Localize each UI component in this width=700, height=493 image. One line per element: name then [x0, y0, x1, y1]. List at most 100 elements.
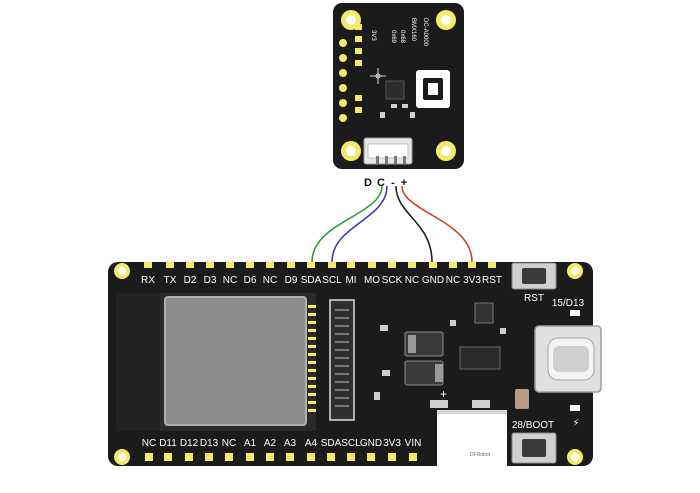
- header-pad: [429, 262, 437, 268]
- main-mount-hole: [571, 453, 579, 461]
- header-pad: [286, 453, 294, 461]
- header-pad: [164, 453, 172, 461]
- header-pad: [328, 262, 336, 268]
- header-pad: [226, 262, 234, 268]
- pin-label-gnd: GND: [422, 275, 444, 286]
- pin-label-d2: D2: [184, 275, 197, 286]
- pin-label-a1: A1: [244, 438, 257, 449]
- connector-pin-label: D: [364, 177, 372, 189]
- header-pad: [186, 262, 194, 268]
- charge-led: [570, 405, 580, 411]
- pin-label-scl: SCL: [341, 438, 361, 449]
- header-pad: [327, 453, 335, 461]
- connector-pins: [376, 156, 406, 164]
- header-pad: [266, 453, 274, 461]
- module-shield: [164, 296, 307, 426]
- header-pad: [367, 453, 375, 461]
- connector-pin-label: +: [401, 177, 407, 189]
- led: [570, 310, 580, 316]
- axis-mark: [370, 68, 386, 84]
- module-castellations: [308, 305, 316, 412]
- sensor-mount-hole: [346, 146, 356, 156]
- pin-label-tx: TX: [164, 275, 177, 286]
- header-pad: [246, 453, 254, 461]
- sensor-silk-line: DC-A0000: [422, 18, 428, 47]
- sensor-mount-hole: [441, 15, 451, 25]
- pin-label-a3: A3: [284, 438, 297, 449]
- pin-label-d11: D11: [159, 438, 177, 449]
- pin-label-mi: MI: [345, 275, 356, 286]
- pin-label-d9: D9: [285, 275, 298, 286]
- wire-sda: [311, 185, 383, 263]
- pin-label-nc: NC: [223, 275, 237, 286]
- pin-label-d3: D3: [204, 275, 217, 286]
- sensor-mount-hole: [346, 15, 356, 25]
- plus-mark: +: [440, 387, 447, 401]
- header-pad: [488, 262, 496, 268]
- board-components: [374, 302, 529, 409]
- wire-gnd: [395, 185, 433, 263]
- pin-label-rx: RX: [141, 275, 155, 286]
- header-pad: [185, 453, 193, 461]
- pin-label-sda: SDA: [321, 438, 342, 449]
- pin-label-a4: A4: [305, 438, 318, 449]
- header-pad: [408, 262, 416, 268]
- pin-label-nc: NC: [222, 438, 236, 449]
- wire-3v3: [401, 185, 473, 263]
- top-pin-labels: RX TX D2 D3 NC D6 NC D9 SDA SCL MI MO SC…: [141, 275, 502, 286]
- header-pad: [468, 262, 476, 268]
- header-pad: [287, 262, 295, 268]
- pin-label-sda: SDA: [301, 275, 322, 286]
- pin-label-nc: NC: [446, 275, 460, 286]
- header-pad: [388, 453, 396, 461]
- header-pad: [307, 453, 315, 461]
- pin-label-3v3: 3V3: [383, 438, 401, 449]
- header-pad: [145, 453, 153, 461]
- header-pad: [368, 262, 376, 268]
- module-antenna-area: [116, 293, 160, 431]
- brand-logo: DFRobot: [470, 452, 491, 458]
- pin-label-d6: D6: [244, 275, 257, 286]
- charge-icon: ⚡: [572, 418, 579, 429]
- header-pad: [206, 262, 214, 268]
- main-board: RX TX D2 D3 NC D6 NC D9 SDA SCL MI MO SC…: [108, 262, 602, 466]
- pin-label-d13: D13: [200, 438, 219, 449]
- fpc-connector: [329, 299, 355, 421]
- header-pad: [347, 262, 355, 268]
- main-mount-hole: [571, 267, 579, 275]
- pin-label-gnd: GND: [360, 438, 382, 449]
- pin-label-sck: SCK: [382, 275, 403, 286]
- connector-pin-label: -: [391, 177, 395, 189]
- boot-button-label: 28/BOOT: [512, 420, 554, 431]
- sensor-chip: [385, 80, 405, 100]
- sensor-silk: DC-A0000 BMX160 0x68 0x69 3V3: [370, 18, 428, 47]
- sensor-components: [380, 104, 415, 118]
- main-mount-hole: [118, 453, 126, 461]
- top-header-pads: [144, 262, 496, 268]
- pin-label-nc: NC: [263, 275, 277, 286]
- header-pad: [144, 262, 152, 268]
- pin-label-a2: A2: [264, 438, 277, 449]
- bottom-header-pads: [145, 453, 417, 461]
- sensor-silk-line: 3V3: [370, 30, 376, 41]
- pin-label-nc: NC: [142, 438, 156, 449]
- bottom-pin-labels: NC D11 D12 D13 NC A1 A2 A3 A4 SDA SCL GN…: [142, 438, 422, 449]
- header-pad: [225, 453, 233, 461]
- pin-label-3v3: 3V3: [463, 275, 481, 286]
- sensor-silk-line: 0x69: [390, 30, 396, 44]
- sensor-board: DC-A0000 BMX160 0x68 0x69 3V3 D: [333, 3, 464, 189]
- pin-label-d12: D12: [180, 438, 199, 449]
- header-pad: [347, 453, 355, 461]
- rst-button-label: RST: [524, 293, 544, 304]
- pin-label-nc: NC: [405, 275, 419, 286]
- wires: [311, 185, 473, 263]
- header-pad: [166, 262, 174, 268]
- pin-label-scl: SCL: [322, 275, 342, 286]
- fpc-contacts: [335, 309, 349, 407]
- connector-pin-label: C: [377, 177, 385, 189]
- header-pad: [205, 453, 213, 461]
- main-mount-hole: [118, 267, 126, 275]
- sensor-chip-label: BMX160: [410, 18, 416, 42]
- header-pad: [307, 262, 315, 268]
